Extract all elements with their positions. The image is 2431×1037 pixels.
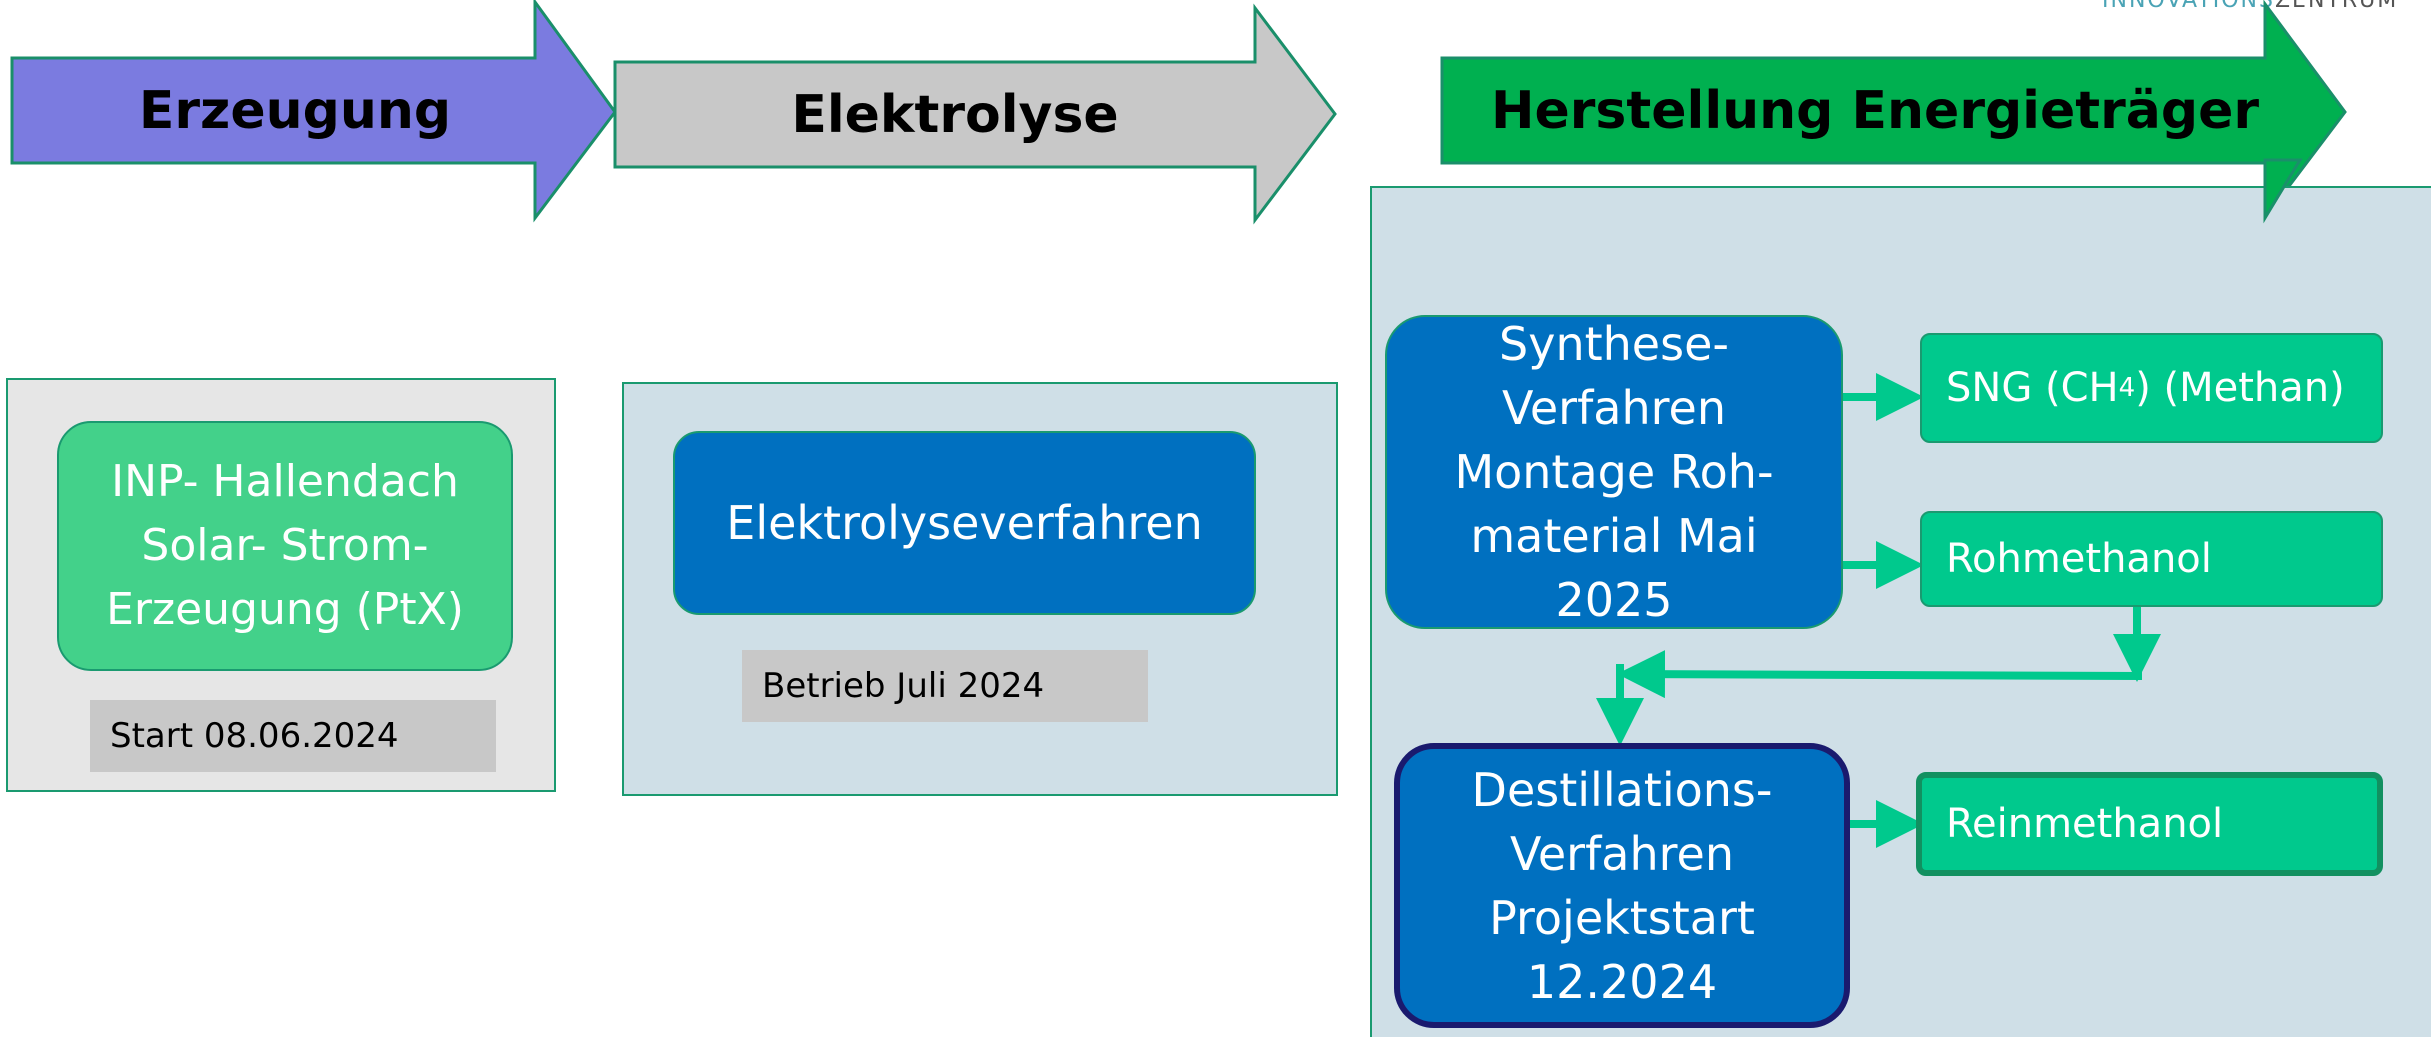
logo-text-left: INNOVATIONS (2102, 0, 2275, 13)
solar-generation-box: INP- Hallendach Solar- Strom- Erzeugung … (57, 421, 513, 671)
elektrolyse-process-box: Elektrolyseverfahren (673, 431, 1256, 615)
logo: INNOVATIONSZENTRUM (2102, 0, 2398, 13)
erzeugung-label: Erzeugung (138, 80, 452, 141)
rohmethanol-box: Rohmethanol (1920, 511, 2383, 607)
herstellung-arrow (1440, 0, 2347, 223)
elektrolyse-label: Elektrolyse (791, 84, 1119, 145)
erzeugung-status: Start 08.06.2024 (90, 700, 496, 772)
sng-suffix: ) (Methan) (2135, 365, 2345, 411)
sng-subscript: 4 (2118, 373, 2136, 403)
reinmethanol-box: Reinmethanol (1916, 772, 2383, 876)
herstellung-label: Herstellung Energieträger (1490, 80, 2259, 141)
sng-prefix: SNG (CH (1946, 365, 2119, 411)
connector-horizontal-return (1617, 650, 2143, 699)
destillation-process-box: Destillations- Verfahren Projektstart 12… (1394, 743, 1850, 1028)
elektrolyse-arrow (613, 3, 1337, 225)
erzeugung-arrow (10, 0, 617, 223)
elektrolyse-status: Betrieb Juli 2024 (742, 650, 1148, 722)
synthese-process-box: Synthese- Verfahren Montage Roh- materia… (1385, 315, 1843, 629)
herstellung-arrow-tip (2263, 158, 2303, 224)
logo-text-right: ZENTRUM (2274, 0, 2399, 13)
